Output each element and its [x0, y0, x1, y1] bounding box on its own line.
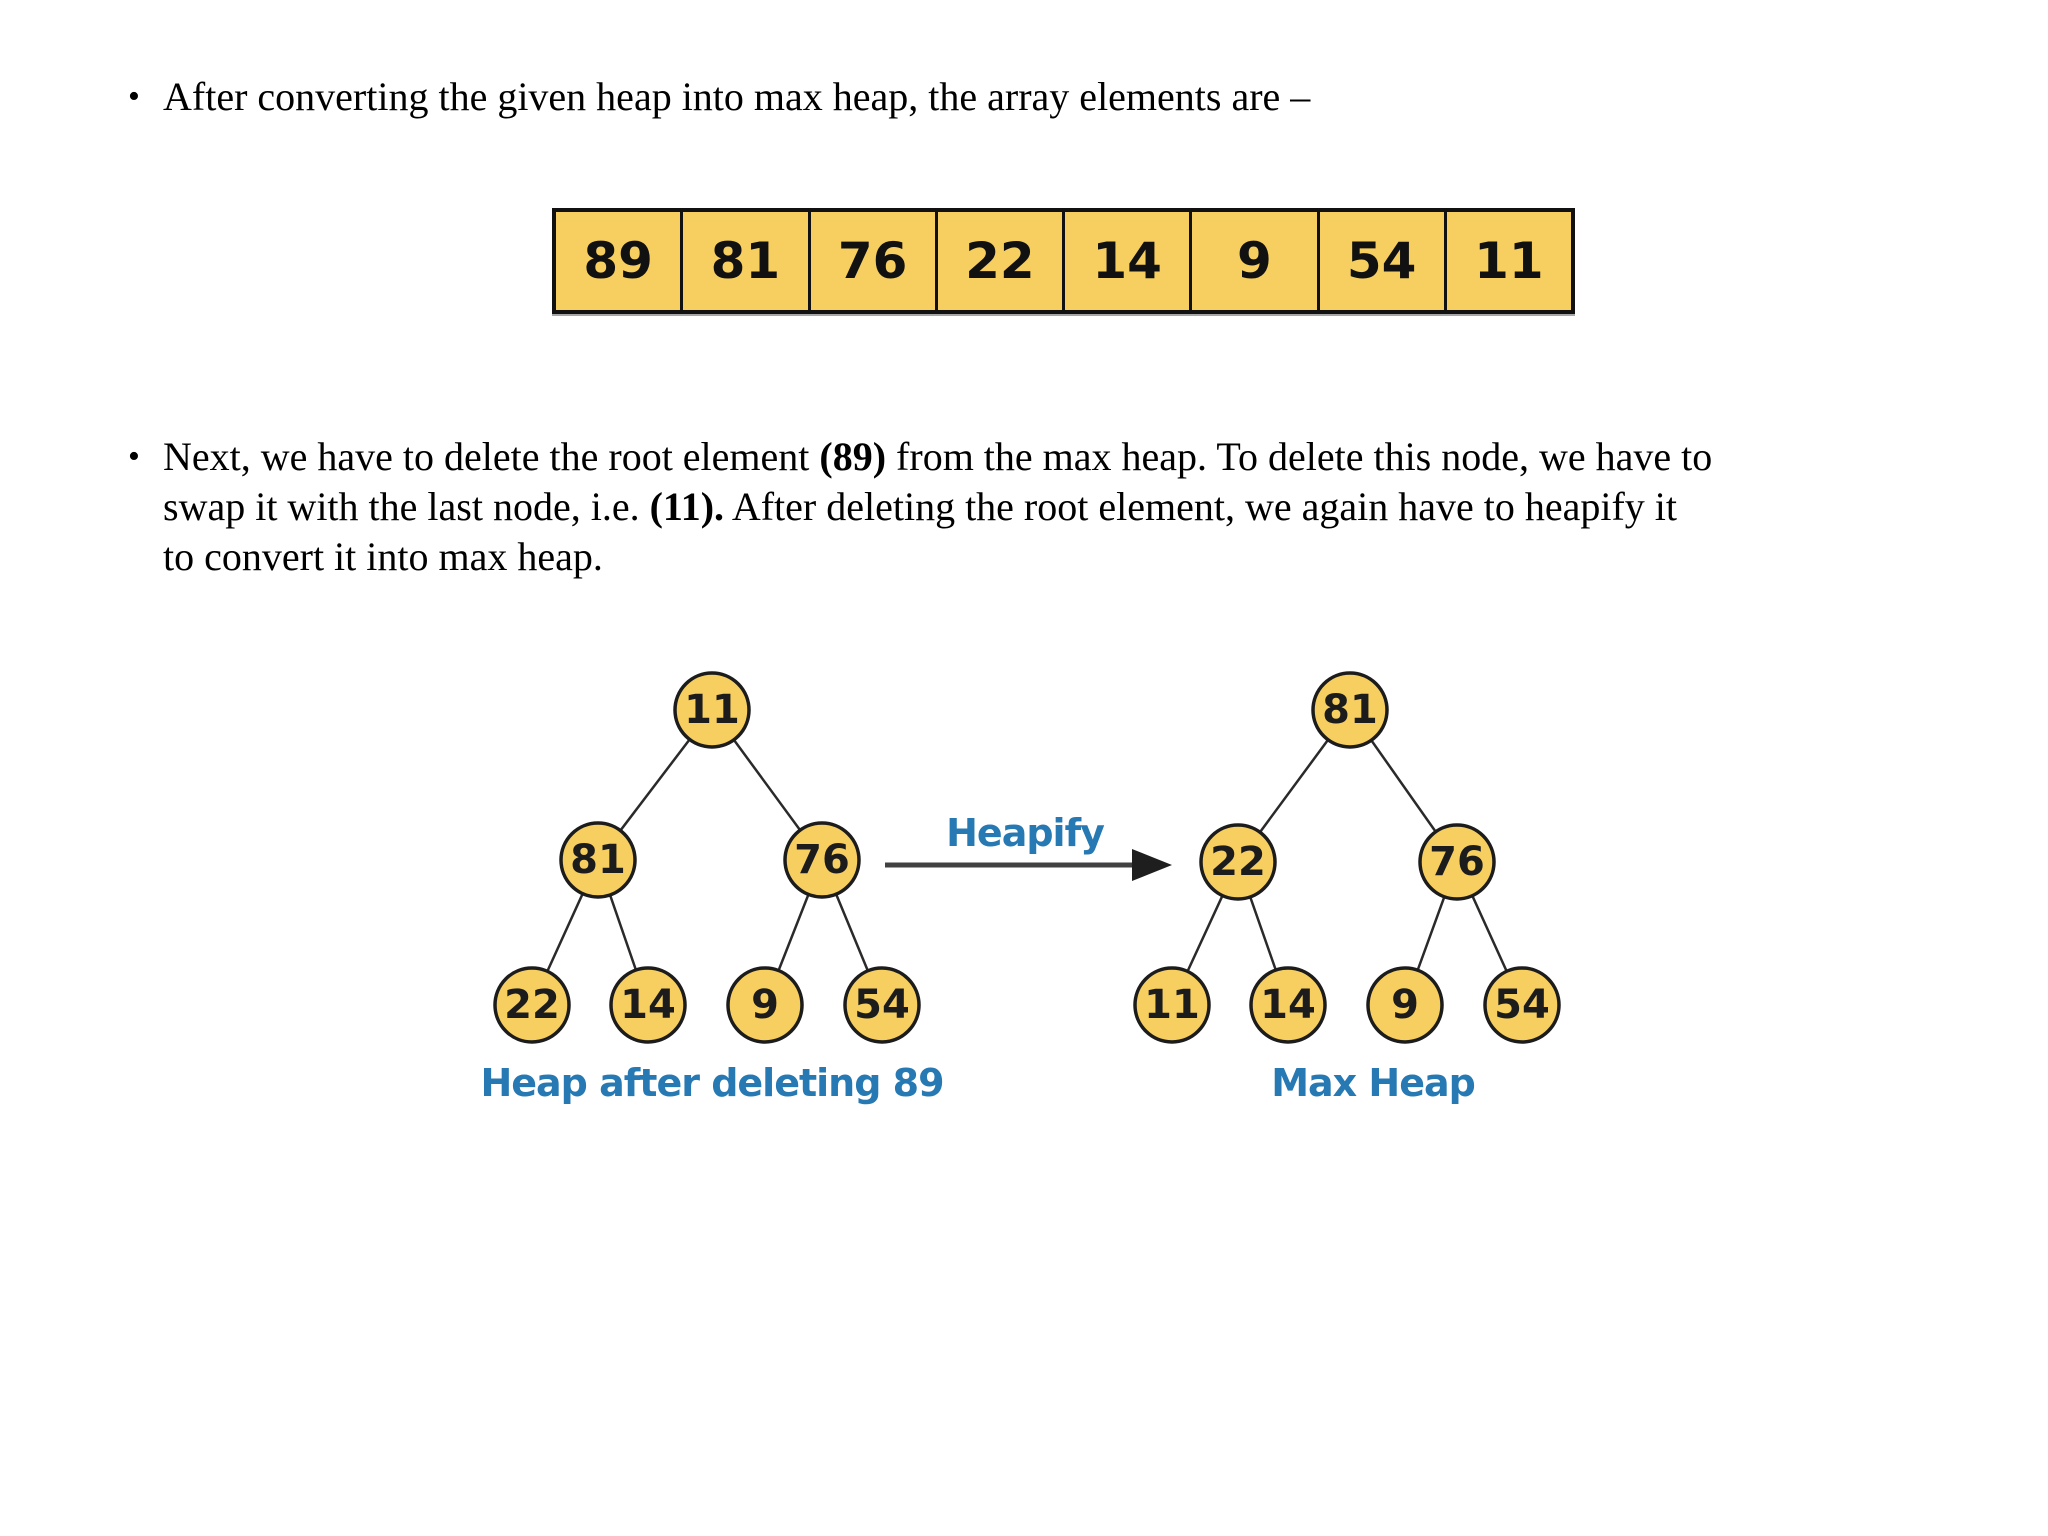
array-cell: 54 [1316, 212, 1444, 310]
tree-node-label: 81 [570, 837, 626, 883]
bullet-item-1: • After converting the given heap into m… [128, 72, 1978, 122]
left-tree-caption: Heap after deleting 89 [480, 1061, 943, 1105]
tree-node-label: 54 [1494, 982, 1550, 1028]
tree-node [783, 821, 861, 899]
tree-node [843, 966, 921, 1044]
array-cell: 9 [1189, 212, 1316, 310]
right-tree-caption: Max Heap [1271, 1061, 1475, 1105]
tree-node [1418, 823, 1496, 901]
array-cell: 81 [680, 212, 807, 310]
tree-node-label: 54 [854, 982, 910, 1028]
bullet-marker: • [128, 78, 140, 115]
tree-node-label: 76 [794, 837, 850, 883]
bullet-item-2: • Next, we have to delete the root eleme… [128, 432, 2008, 582]
tree-node-label: 76 [1429, 839, 1485, 885]
tree-node-label: 22 [504, 982, 560, 1028]
heap-array: 89 81 76 22 14 9 54 11 [552, 208, 1575, 314]
tree-node [673, 671, 751, 749]
tree-node-label: 11 [684, 687, 740, 733]
array-cell: 76 [807, 212, 935, 310]
tree-node-label: 81 [1322, 687, 1378, 733]
tree-node-label: 22 [1210, 839, 1266, 885]
tree-node [1311, 671, 1389, 749]
tree-node [609, 966, 687, 1044]
array-cell: 11 [1443, 212, 1571, 310]
tree-node [1483, 966, 1561, 1044]
tree-node [1199, 823, 1277, 901]
bullet-marker: • [128, 438, 140, 475]
tree-node-label: 9 [1391, 982, 1419, 1028]
tree-node [559, 821, 637, 899]
tree-node-label: 14 [1260, 982, 1316, 1028]
bullet-text-2: Next, we have to delete the root element… [163, 434, 1713, 579]
tree-node-label: 14 [620, 982, 676, 1028]
array-cell: 89 [583, 232, 653, 290]
heapify-arrowhead [1132, 849, 1172, 881]
array-cell: 14 [1062, 212, 1189, 310]
heapify-label: Heapify [946, 811, 1105, 855]
tree-node-label: 11 [1144, 982, 1200, 1028]
tree-node [1366, 966, 1444, 1044]
tree-node [1133, 966, 1211, 1044]
array-cell: 22 [934, 212, 1062, 310]
tree-node [493, 966, 571, 1044]
tree-node [726, 966, 804, 1044]
bullet-text-1: After converting the given heap into max… [163, 74, 1311, 119]
tree-node-label: 9 [751, 982, 779, 1028]
tree-node [1249, 966, 1327, 1044]
